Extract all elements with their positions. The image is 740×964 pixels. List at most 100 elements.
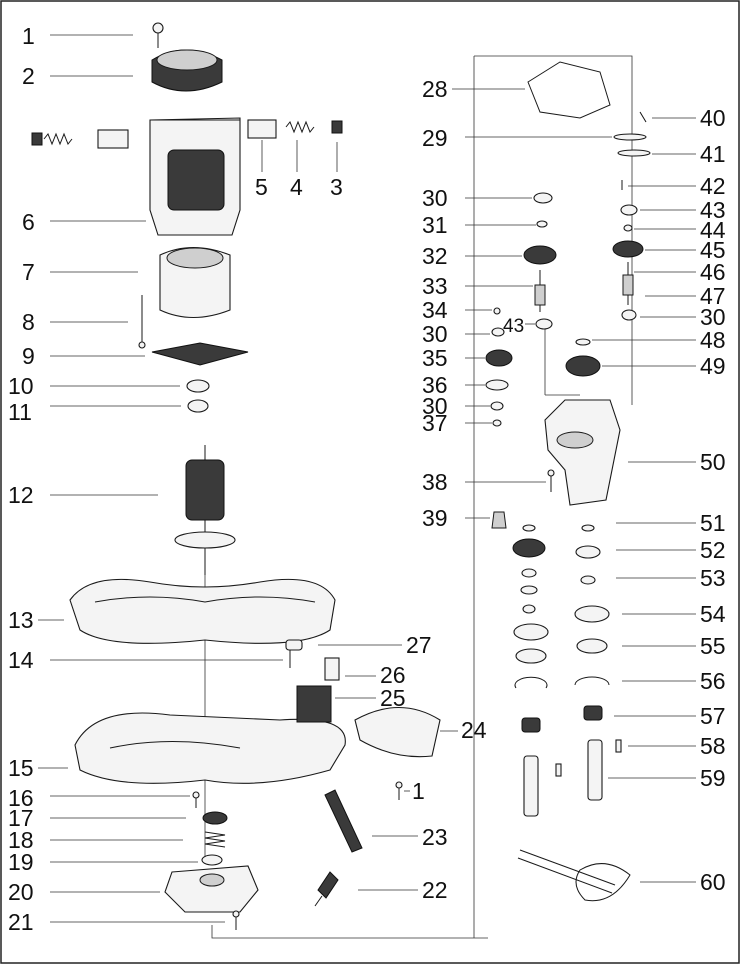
washer-19	[201, 854, 223, 866]
gear-housing-lower	[69, 578, 336, 644]
callout-22: 22	[422, 877, 448, 903]
bearing-43b	[535, 318, 553, 330]
spindle-right-stack	[574, 524, 610, 801]
callout-46: 46	[700, 259, 726, 285]
bottom-cover	[164, 865, 259, 913]
callout-37: 37	[422, 410, 448, 436]
cable-sleeve	[324, 789, 363, 853]
pin-40	[639, 111, 647, 123]
callout-44: 44	[700, 217, 726, 243]
spring-18	[204, 831, 226, 848]
callout-50: 50	[700, 449, 726, 475]
bearing-30d	[621, 309, 637, 321]
key-34	[493, 307, 501, 315]
callout-19: 19	[8, 849, 34, 875]
vent-plug-39	[491, 511, 507, 529]
callout-8: 8	[22, 309, 35, 335]
callout-41: 41	[700, 141, 726, 167]
callout-12: 12	[8, 482, 34, 508]
callout-7: 7	[22, 259, 35, 285]
motor-housing	[149, 117, 241, 236]
callout-15: 15	[8, 755, 34, 781]
callout-32: 32	[422, 243, 448, 269]
callout-27: 27	[406, 632, 432, 658]
callout-31: 31	[422, 212, 448, 238]
handle-cover	[354, 706, 441, 758]
washer-17	[202, 811, 228, 825]
callout-34: 34	[422, 297, 448, 323]
callout-30-c: 30	[422, 393, 448, 419]
callout-48: 48	[700, 327, 726, 353]
ring-36	[485, 379, 509, 391]
callout-30-b: 30	[422, 321, 448, 347]
callout-57: 57	[700, 703, 726, 729]
assembly-connectors	[204, 55, 633, 939]
callout-17: 17	[8, 805, 34, 831]
callout-42: 42	[700, 173, 726, 199]
callout-14: 14	[8, 647, 34, 673]
stator	[159, 247, 231, 318]
ring-48	[575, 338, 591, 346]
base-housing	[74, 712, 346, 784]
callout-30-a: 30	[422, 185, 448, 211]
long-screw	[138, 295, 146, 349]
callout-18: 18	[8, 827, 34, 853]
plate-41	[617, 149, 651, 157]
brush-assembly-right	[247, 119, 343, 139]
mixing-paddle	[517, 849, 631, 902]
gear-45	[612, 240, 644, 258]
armature	[174, 445, 236, 575]
screw-38	[547, 469, 555, 492]
callout-30-d: 30	[700, 304, 726, 330]
bearing-lower	[187, 399, 209, 413]
key-58	[615, 739, 622, 753]
brush-assembly-left	[31, 129, 129, 149]
callout-60: 60	[700, 869, 726, 895]
power-plug	[314, 871, 339, 907]
callout-38: 38	[422, 469, 448, 495]
callout-59: 59	[700, 765, 726, 791]
callout-54: 54	[700, 601, 726, 627]
callout-58: 58	[700, 733, 726, 759]
callout-39: 39	[422, 505, 448, 531]
callout-5: 5	[255, 174, 268, 200]
callout-26: 26	[380, 662, 406, 688]
callout-24: 24	[461, 717, 487, 743]
capacitor	[324, 657, 340, 681]
callout-2: 2	[22, 63, 35, 89]
callout-53: 53	[700, 565, 726, 591]
callout-3: 3	[330, 174, 343, 200]
gear-49	[565, 355, 601, 377]
callout-56: 56	[700, 668, 726, 694]
callout-35: 35	[422, 345, 448, 371]
callout-10: 10	[8, 373, 34, 399]
callout-11: 11	[8, 399, 32, 425]
callout-43-a: 43	[700, 197, 726, 223]
callout-29: 29	[422, 125, 448, 151]
callout-13: 13	[8, 607, 34, 633]
gear-32	[523, 245, 557, 265]
key-58b	[555, 763, 562, 777]
callout-36: 36	[422, 372, 448, 398]
callout-9: 9	[22, 343, 35, 369]
bearing-43a	[620, 204, 638, 216]
screw-small-14	[285, 639, 303, 668]
ring-44	[623, 224, 633, 232]
callout-6: 6	[22, 209, 35, 235]
callout-1-top: 1	[22, 23, 35, 49]
switch-block	[296, 685, 332, 723]
callout-52: 52	[700, 537, 726, 563]
callout-33: 33	[422, 273, 448, 299]
callout-49: 49	[700, 353, 726, 379]
bearing-30c	[490, 401, 504, 411]
plate-29	[613, 133, 647, 141]
bearing-upper	[186, 379, 210, 393]
callout-21: 21	[8, 909, 34, 935]
callout-51: 51	[700, 510, 726, 536]
callout-labels: 1 2 3 4 5 6 7 8 9 10 11 12 13 14 15 16 1…	[8, 23, 726, 935]
callout-43-b: 43	[503, 316, 524, 337]
callout-16: 16	[8, 785, 34, 811]
callout-23: 23	[422, 824, 448, 850]
